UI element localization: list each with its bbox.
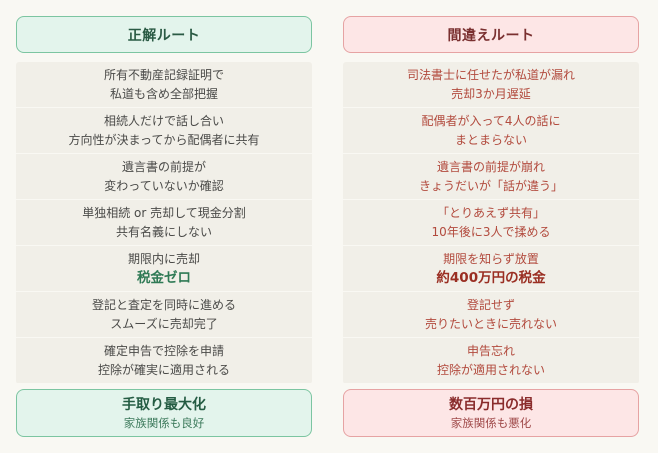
wrong-step-1: 司法書士に任せたが私道が漏れ売却3か月遅延 (343, 62, 639, 107)
wrong-route-result: 数百万円の損 家族関係も悪化 (343, 389, 639, 437)
step-highlight: 税金ゼロ (137, 269, 191, 286)
correct-route-column: 正解ルート 所有不動産記録証明で私道も含め全部把握 相続人だけで話し合い方向性が… (16, 16, 312, 384)
correct-route-result: 手取り最大化 家族関係も良好 (16, 389, 312, 437)
wrong-route-column: 間違えルート 司法書士に任せたが私道が漏れ売却3か月遅延 配偶者が入って4人の話… (343, 16, 639, 384)
step-text: 私道も含め全部把握 (109, 86, 218, 101)
wrong-step-3: 遺言書の前提が崩れきょうだいが「話が違う」 (343, 154, 639, 199)
step-text: 単独相続 or 売却して現金分割 (82, 205, 246, 220)
wrong-route-steps: 司法書士に任せたが私道が漏れ売却3か月遅延 配偶者が入って4人の話にまとまらない… (343, 62, 639, 384)
wrong-step-4: 「とりあえず共有」 10年後に3人で揉める (343, 200, 639, 245)
step-text: 「とりあえず共有」 (436, 205, 545, 220)
step-text: 確定申告で控除を申請 (103, 343, 224, 358)
step-text: 登記せず (466, 297, 515, 312)
correct-step-2: 相続人だけで話し合い方向性が決まってから配偶者に共有 (16, 108, 312, 153)
correct-route-steps: 所有不動産記録証明で私道も含め全部把握 相続人だけで話し合い方向性が決まってから… (16, 62, 312, 384)
step-text: 配偶者が入って4人の話に (421, 113, 561, 128)
step-text: 方向性が決まってから配偶者に共有 (68, 132, 260, 147)
step-text: 期限を知らず放置 (443, 251, 539, 266)
wrong-step-6: 登記せず売りたいときに売れない (343, 292, 639, 337)
wrong-step-2: 配偶者が入って4人の話にまとまらない (343, 108, 639, 153)
correct-route-header: 正解ルート (16, 16, 312, 53)
wrong-result-subtitle: 家族関係も悪化 (450, 415, 532, 430)
correct-step-6: 登記と査定を同時に進めるスムーズに売却完了 (16, 292, 312, 337)
step-text: まとまらない (454, 132, 527, 147)
step-text: 遺言書の前提が (121, 159, 206, 174)
step-text: スムーズに売却完了 (110, 316, 218, 331)
correct-result-title: 手取り最大化 (122, 396, 206, 413)
correct-step-5: 期限内に売却税金ゼロ (16, 246, 312, 291)
wrong-route-header: 間違えルート (343, 16, 639, 53)
correct-step-1: 所有不動産記録証明で私道も含め全部把握 (16, 62, 312, 107)
step-text: 司法書士に任せたが私道が漏れ (406, 67, 575, 82)
step-text: 控除が確実に適用される (97, 362, 230, 377)
step-text: 控除が適用されない (436, 362, 545, 377)
correct-step-3: 遺言書の前提が変わっていないか確認 (16, 154, 312, 199)
step-text: 相続人だけで話し合い (103, 113, 224, 128)
step-text: 遺言書の前提が崩れ (436, 159, 545, 174)
correct-step-4: 単独相続 or 売却して現金分割共有名義にしない (16, 200, 312, 245)
step-text: 変わっていないか確認 (104, 178, 224, 193)
step-highlight: 約400万円の税金 (436, 269, 546, 286)
step-text: きょうだいが「話が違う」 (418, 178, 563, 193)
wrong-step-5: 期限を知らず放置約400万円の税金 (343, 246, 639, 291)
step-text: 売却3か月遅延 (451, 86, 531, 101)
step-text: 売りたいときに売れない (424, 316, 557, 331)
step-text: 10年後に3人で揉める (431, 224, 551, 239)
correct-result-subtitle: 家族関係も良好 (123, 415, 205, 430)
step-text: 期限内に売却 (127, 251, 200, 266)
step-text: 共有名義にしない (115, 224, 212, 239)
wrong-result-title: 数百万円の損 (449, 396, 533, 413)
wrong-step-7: 申告忘れ控除が適用されない (343, 338, 639, 383)
step-text: 申告忘れ (466, 343, 515, 358)
correct-step-7: 確定申告で控除を申請控除が確実に適用される (16, 338, 312, 383)
step-text: 所有不動産記録証明で (103, 67, 224, 82)
step-text: 登記と査定を同時に進める (91, 297, 236, 312)
